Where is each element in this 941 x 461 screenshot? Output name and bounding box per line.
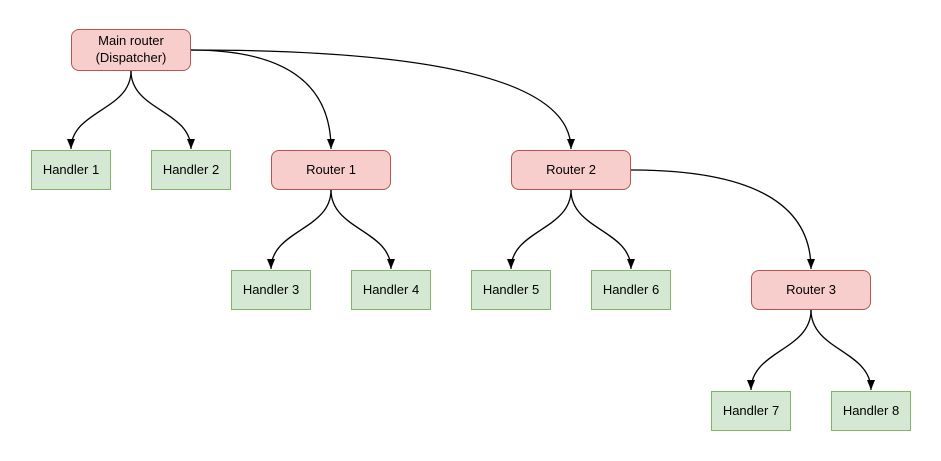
edge-router-3-to-handler-7 <box>747 309 812 391</box>
node-handler-1: Handler 1 <box>31 150 111 190</box>
node-handler-2-label: Handler 2 <box>162 161 220 177</box>
node-router-1-label: Router 1 <box>306 161 356 177</box>
node-handler-8-label: Handler 8 <box>842 402 900 418</box>
node-handler-8: Handler 8 <box>831 391 911 431</box>
node-handler-5: Handler 5 <box>471 270 551 310</box>
edge-router-1-to-handler-4 <box>330 189 395 270</box>
node-main-router: Main router (Dispatcher) <box>71 29 191 71</box>
edge-main-router-to-router-1 <box>190 49 335 150</box>
node-router-3-label: Router 3 <box>786 281 836 297</box>
node-router-2: Router 2 <box>511 150 631 190</box>
edge-router-2-to-handler-5 <box>507 189 572 270</box>
node-router-3: Router 3 <box>751 270 871 310</box>
node-main-router-label: Main router (Dispatcher) <box>95 33 167 65</box>
node-handler-4: Handler 4 <box>351 270 431 310</box>
edge-main-router-to-handler-1 <box>67 70 132 150</box>
edge-router-1-to-handler-3 <box>267 189 332 270</box>
node-handler-1-label: Handler 1 <box>42 161 100 177</box>
edge-router-2-to-handler-6 <box>570 189 635 270</box>
node-handler-5-label: Handler 5 <box>482 281 540 297</box>
node-handler-3-label: Handler 3 <box>242 281 300 297</box>
node-handler-7: Handler 7 <box>711 391 791 431</box>
node-handler-6: Handler 6 <box>591 270 671 310</box>
node-handler-6-label: Handler 6 <box>602 281 660 297</box>
node-router-1: Router 1 <box>271 150 391 190</box>
node-handler-2: Handler 2 <box>151 150 231 190</box>
node-handler-3: Handler 3 <box>231 270 311 310</box>
edge-router-2-to-router-3 <box>630 169 815 270</box>
edge-router-3-to-handler-8 <box>810 309 875 391</box>
edge-group <box>67 49 875 391</box>
node-handler-4-label: Handler 4 <box>362 281 420 297</box>
edge-main-router-to-router-2 <box>190 49 575 150</box>
node-handler-7-label: Handler 7 <box>722 402 780 418</box>
edge-main-router-to-handler-2 <box>130 70 195 150</box>
node-router-2-label: Router 2 <box>546 161 596 177</box>
